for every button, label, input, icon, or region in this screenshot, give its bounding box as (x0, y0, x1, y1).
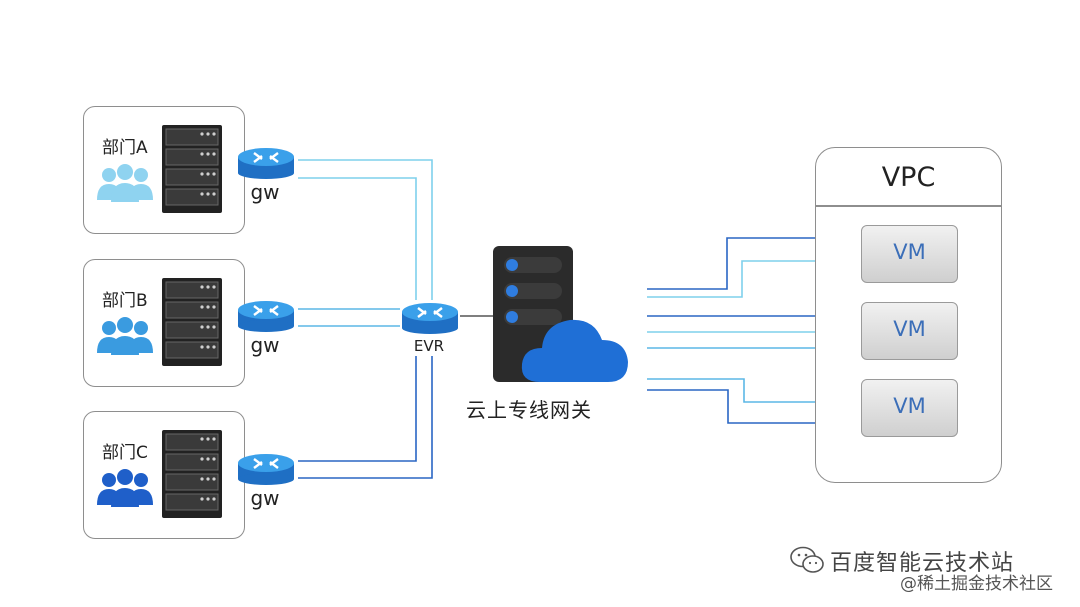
watermark-subtitle: @稀土掘金技术社区 (900, 574, 1053, 594)
line-vm1-a (647, 237, 861, 290)
line-deptC-2 (298, 356, 433, 479)
line-vm3-b (647, 389, 861, 424)
router-icon (238, 148, 294, 179)
server-icon (162, 278, 222, 366)
vpc-divider (816, 205, 1001, 207)
gateway-label: 云上专线网关 (466, 398, 592, 422)
cloud-icon (521, 319, 628, 382)
router-icon (238, 301, 294, 332)
line-vm1-b (647, 260, 861, 298)
gw-c-label: gw (250, 486, 280, 510)
gw-a-label: gw (250, 180, 280, 204)
line-deptA-1 (298, 159, 433, 300)
vm-label: VM (893, 394, 926, 418)
people-icon (97, 317, 153, 355)
vm-box: VM (861, 379, 958, 437)
vpc-title: VPC (881, 162, 936, 193)
gw-b-label: gw (250, 333, 280, 357)
line-deptC-1 (298, 356, 417, 462)
department-c-label: 部门C (102, 443, 148, 463)
department-a-label: 部门A (102, 138, 148, 158)
router-icon (402, 303, 458, 334)
line-vm3-a (647, 378, 861, 403)
department-b-label: 部门B (102, 291, 148, 311)
vm-label: VM (893, 240, 926, 264)
server-icon (162, 125, 222, 213)
watermark-title: 百度智能云技术站 (830, 551, 1015, 576)
evr-label: EVR (413, 337, 445, 355)
vm-box: VM (861, 225, 958, 283)
people-icon (97, 164, 153, 202)
vm-label: VM (893, 317, 926, 341)
wechat-icon (790, 546, 824, 573)
vm-box: VM (861, 302, 958, 360)
people-icon (97, 469, 153, 507)
router-icon (238, 454, 294, 485)
server-icon (162, 430, 222, 518)
line-deptA-2 (298, 177, 417, 300)
